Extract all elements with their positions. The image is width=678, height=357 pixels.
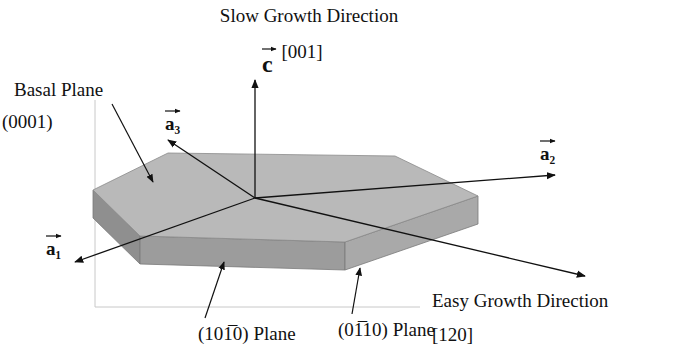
basal-plane (93, 153, 478, 242)
miller-index: (0001) (2, 112, 53, 131)
plane-label: (101̅0) Plane (198, 324, 296, 343)
plane-label: (01̅10) Plane (338, 320, 435, 339)
axis-label: a₁ (46, 239, 61, 258)
a1-axis (75, 198, 255, 262)
axis-label: a₃ (165, 114, 180, 133)
axis-label: a₂ (540, 144, 555, 163)
easy-growth-arrow (255, 198, 585, 276)
leader-line (352, 268, 360, 314)
direction-title: Slow Growth Direction (220, 6, 398, 25)
vector-arrow (262, 48, 276, 49)
a3-axis (168, 140, 255, 198)
frame-line (95, 307, 420, 308)
leader-line (112, 104, 153, 182)
miller-index: [120] (432, 325, 473, 344)
vector-arrow (540, 140, 555, 141)
c-axis (254, 80, 255, 198)
a2-axis (255, 175, 555, 198)
axis-label: c (262, 52, 273, 76)
plane-label: Basal Plane (14, 80, 103, 99)
leader-line (205, 262, 224, 318)
vector-arrow (165, 110, 180, 111)
vector-arrow (46, 235, 61, 236)
direction-label: Easy Growth Direction (432, 291, 608, 310)
miller-index: [001] (281, 42, 322, 61)
